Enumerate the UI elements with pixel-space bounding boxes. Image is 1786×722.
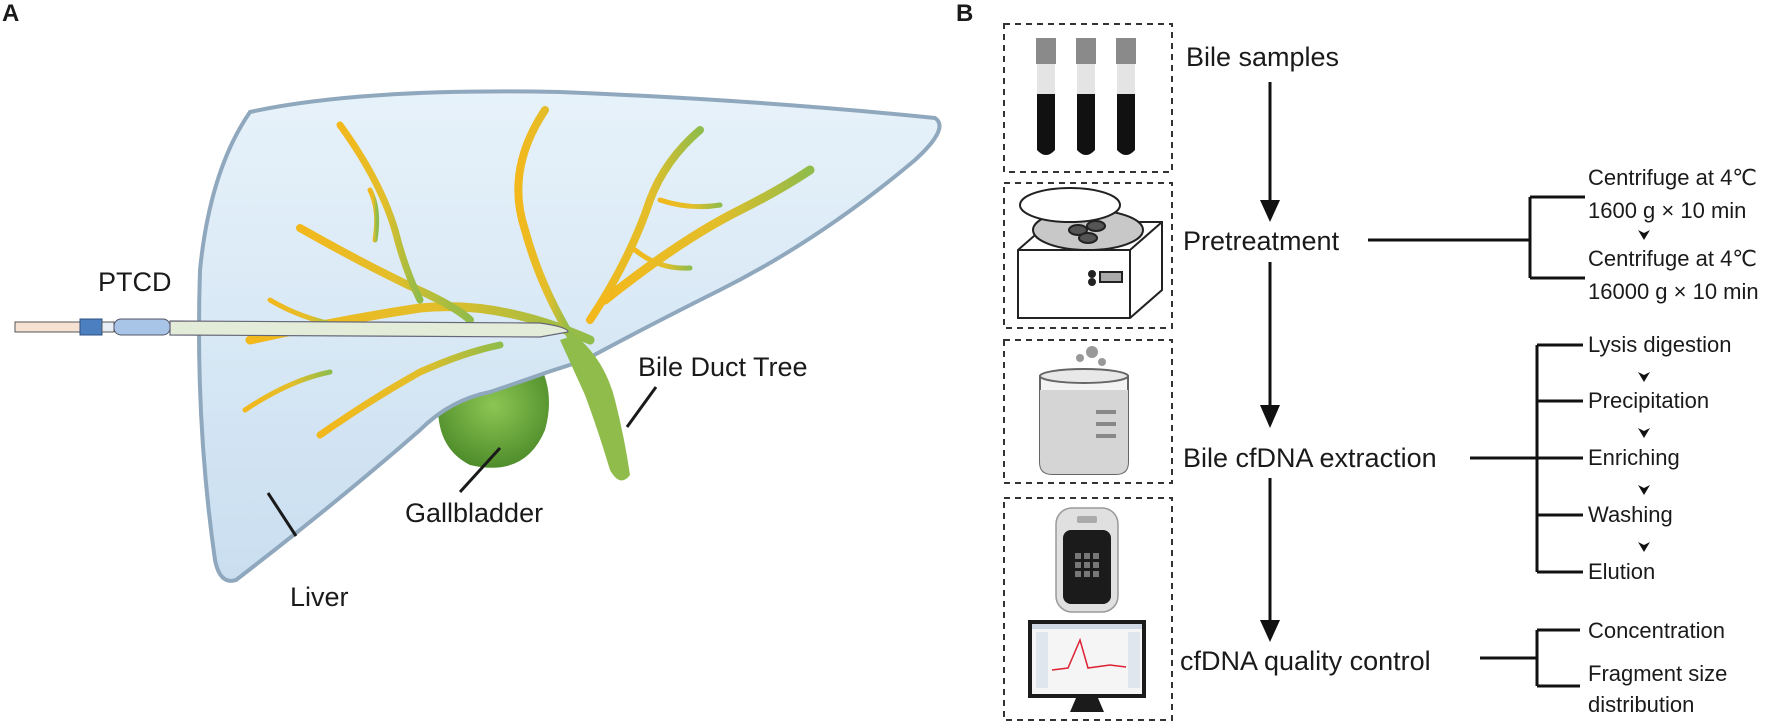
liver-label: Liver	[290, 582, 349, 612]
test-tubes-icon	[1036, 38, 1136, 155]
monitor-icon	[1028, 620, 1146, 712]
duct-branch-c	[367, 187, 380, 243]
common-bile-duct	[560, 335, 630, 481]
pretreat-line-3: Centrifuge at 4℃	[1588, 246, 1758, 271]
extract-lysis: Lysis digestion	[1588, 332, 1732, 357]
box-bile-samples	[1003, 23, 1173, 173]
qc-fragment-size: Fragment size	[1588, 661, 1728, 686]
beaker-icon	[1039, 346, 1129, 475]
qc-distribution: distribution	[1588, 692, 1695, 717]
duct-upper-left	[296, 224, 474, 324]
qc-concentration: Concentration	[1588, 618, 1725, 643]
liver-illustration	[14, 89, 942, 583]
pretreat-line-1: Centrifuge at 4℃	[1588, 165, 1758, 190]
duct-right-up	[586, 126, 704, 324]
bile-duct-tree-label: Bile Duct Tree	[638, 352, 808, 382]
extract-elution: Elution	[1588, 559, 1656, 584]
extract-washing: Washing	[1588, 502, 1673, 527]
arrow-precip	[1638, 428, 1650, 438]
panel-a-letter: A	[2, 0, 20, 27]
box-centrifuge	[1003, 182, 1173, 329]
duct-right-small2	[632, 247, 693, 271]
step-pretreatment: Pretreatment	[1183, 226, 1340, 256]
centrifuge-icon	[1017, 187, 1163, 319]
gallbladder-label: Gallbladder	[405, 498, 544, 528]
liver-leader	[266, 492, 298, 537]
pretreat-line-2: 1600 g × 10 min	[1588, 198, 1747, 223]
extract-enriching: Enriching	[1588, 445, 1680, 470]
fluorometer-icon	[1055, 507, 1119, 613]
duct-right-small	[657, 197, 723, 210]
pretreat-line-4: 16000 g × 10 min	[1588, 279, 1759, 304]
ptcd-drain	[14, 318, 569, 338]
arrow-enrich	[1638, 485, 1650, 495]
duct-right-mid	[600, 165, 815, 305]
panel-b-letter: B	[956, 0, 974, 27]
arrow-lysis	[1638, 372, 1650, 382]
ptcd-label: PTCD	[98, 267, 172, 297]
box-beaker	[1003, 339, 1173, 484]
gallbladder-leader	[458, 446, 502, 494]
step-extraction: Bile cfDNA extraction	[1183, 443, 1437, 473]
duct-top-mid	[514, 106, 574, 339]
duct-branch-a	[242, 369, 333, 413]
duct-lower-left	[316, 341, 504, 439]
step-bile-samples: Bile samples	[1186, 42, 1340, 72]
duct-top-left	[336, 121, 424, 304]
arrow-pretreat	[1638, 230, 1650, 240]
workflow-graphics	[1003, 23, 1650, 721]
extract-precipitation: Precipitation	[1588, 388, 1710, 413]
arrow-wash	[1638, 542, 1650, 552]
box-qc-instruments	[1003, 497, 1173, 721]
step-quality-control: cfDNA quality control	[1180, 646, 1431, 676]
bile-duct-leader	[625, 386, 658, 428]
